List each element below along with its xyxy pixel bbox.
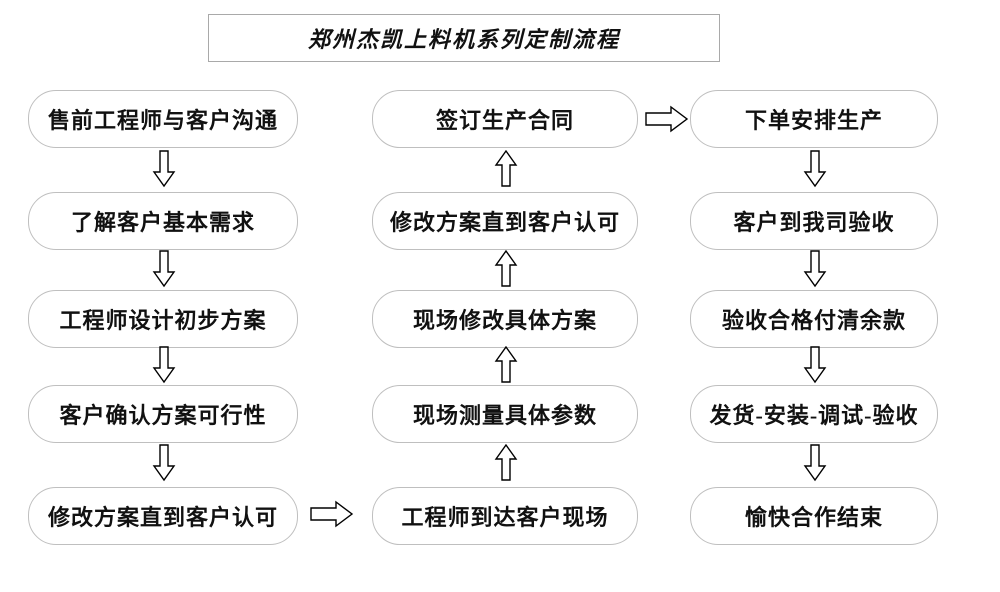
node-label: 发货-安装-调试-验收 bbox=[709, 403, 919, 428]
up-arrow-icon bbox=[494, 444, 518, 482]
page-title: 郑州杰凯上料机系列定制流程 bbox=[307, 27, 620, 52]
node-label: 工程师设计初步方案 bbox=[59, 308, 267, 333]
node-col2-3[interactable]: 现场修改具体方案 bbox=[372, 290, 638, 348]
down-arrow-icon bbox=[803, 346, 827, 384]
node-label: 下单安排生产 bbox=[744, 108, 883, 133]
node-label: 工程师到达客户现场 bbox=[401, 505, 609, 530]
node-label: 现场修改具体方案 bbox=[412, 308, 597, 333]
node-col3-5[interactable]: 愉快合作结束 bbox=[690, 487, 938, 545]
down-arrow-icon bbox=[803, 150, 827, 188]
node-col2-4[interactable]: 现场测量具体参数 bbox=[372, 385, 638, 443]
down-arrow-icon bbox=[152, 444, 176, 482]
node-col1-2[interactable]: 了解客户基本需求 bbox=[28, 192, 298, 250]
node-col1-3[interactable]: 工程师设计初步方案 bbox=[28, 290, 298, 348]
node-col2-2[interactable]: 修改方案直到客户认可 bbox=[372, 192, 638, 250]
down-arrow-icon bbox=[803, 444, 827, 482]
node-col3-4[interactable]: 发货-安装-调试-验收 bbox=[690, 385, 938, 443]
node-label: 客户到我司验收 bbox=[733, 210, 895, 235]
down-arrow-icon bbox=[152, 346, 176, 384]
chart-title-box: 郑州杰凯上料机系列定制流程 bbox=[208, 14, 720, 62]
node-label: 愉快合作结束 bbox=[744, 505, 883, 530]
node-col3-1[interactable]: 下单安排生产 bbox=[690, 90, 938, 148]
down-arrow-icon bbox=[152, 150, 176, 188]
node-col1-5[interactable]: 修改方案直到客户认可 bbox=[28, 487, 298, 545]
node-label: 现场测量具体参数 bbox=[412, 403, 597, 428]
up-arrow-icon bbox=[494, 250, 518, 288]
down-arrow-icon bbox=[803, 250, 827, 288]
node-col3-2[interactable]: 客户到我司验收 bbox=[690, 192, 938, 250]
node-col2-5[interactable]: 工程师到达客户现场 bbox=[372, 487, 638, 545]
node-label: 客户确认方案可行性 bbox=[59, 403, 267, 428]
node-col3-3[interactable]: 验收合格付清余款 bbox=[690, 290, 938, 348]
down-arrow-icon bbox=[152, 250, 176, 288]
right-arrow-icon-col1-to-col2 bbox=[310, 500, 354, 528]
node-label: 售前工程师与客户沟通 bbox=[47, 108, 278, 133]
node-col1-4[interactable]: 客户确认方案可行性 bbox=[28, 385, 298, 443]
node-col1-1[interactable]: 售前工程师与客户沟通 bbox=[28, 90, 298, 148]
node-label: 了解客户基本需求 bbox=[70, 210, 255, 235]
node-label: 修改方案直到客户认可 bbox=[47, 505, 278, 530]
node-label: 修改方案直到客户认可 bbox=[389, 210, 620, 235]
right-arrow-icon-col2-to-col3 bbox=[645, 105, 689, 133]
node-label: 签订生产合同 bbox=[435, 108, 574, 133]
node-col2-1[interactable]: 签订生产合同 bbox=[372, 90, 638, 148]
up-arrow-icon bbox=[494, 150, 518, 188]
up-arrow-icon bbox=[494, 346, 518, 384]
node-label: 验收合格付清余款 bbox=[721, 308, 906, 333]
